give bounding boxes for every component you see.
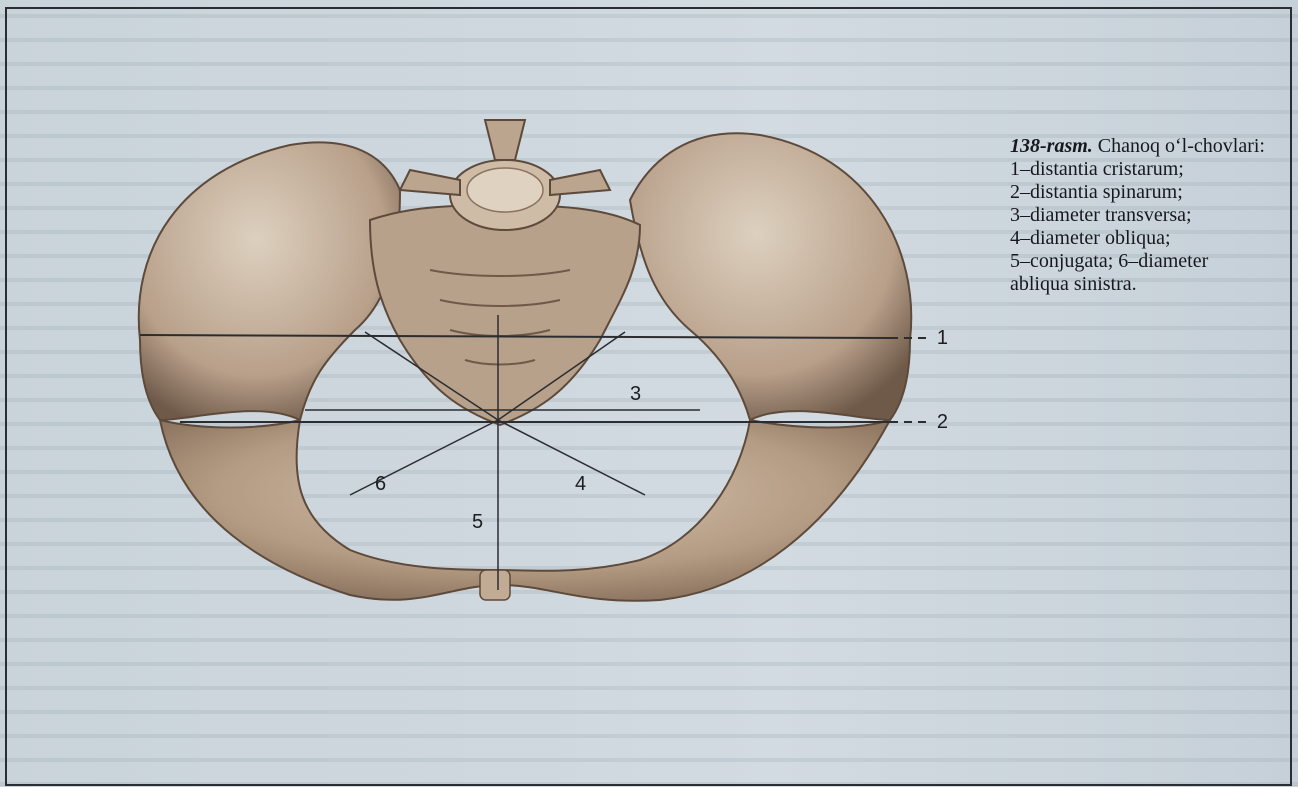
marker-4: 4 bbox=[575, 473, 586, 495]
caption-item: 2–distantia spinarum; bbox=[1010, 181, 1282, 204]
caption-number: 138-rasm. bbox=[1010, 135, 1093, 157]
left-iliac-wing bbox=[139, 142, 400, 420]
marker-3: 3 bbox=[630, 383, 641, 405]
caption-item: 3–diameter transversa; bbox=[1010, 204, 1282, 227]
spinous-process bbox=[485, 120, 525, 160]
marker-1: 1 bbox=[937, 327, 948, 349]
marker-6: 6 bbox=[375, 473, 386, 495]
caption-item: 4–diameter obliqua; bbox=[1010, 227, 1282, 250]
figure-caption: 138-rasm. Chanoq o‘l-chovlari: 1–distant… bbox=[1010, 135, 1282, 296]
caption-heading: 138-rasm. Chanoq o‘l-chovlari: bbox=[1010, 135, 1282, 158]
caption-title: Chanoq o‘l-chovlari: bbox=[1098, 135, 1265, 157]
caption-item: 1–distantia cristarum; bbox=[1010, 158, 1282, 181]
caption-item: abliqua sinistra. bbox=[1010, 273, 1282, 296]
pelvis-illustration: 1 2 3 4 5 6 bbox=[100, 100, 950, 620]
pelvic-ring bbox=[160, 420, 890, 601]
right-iliac-wing bbox=[630, 133, 911, 420]
caption-item: 5–conjugata; 6–diameter bbox=[1010, 250, 1282, 273]
line-4-diameter-obliqua-right bbox=[498, 420, 645, 495]
sacrum bbox=[370, 205, 640, 425]
marker-2: 2 bbox=[937, 411, 948, 433]
marker-5: 5 bbox=[472, 511, 483, 533]
line-6-diameter-obliqua-left bbox=[350, 420, 498, 495]
